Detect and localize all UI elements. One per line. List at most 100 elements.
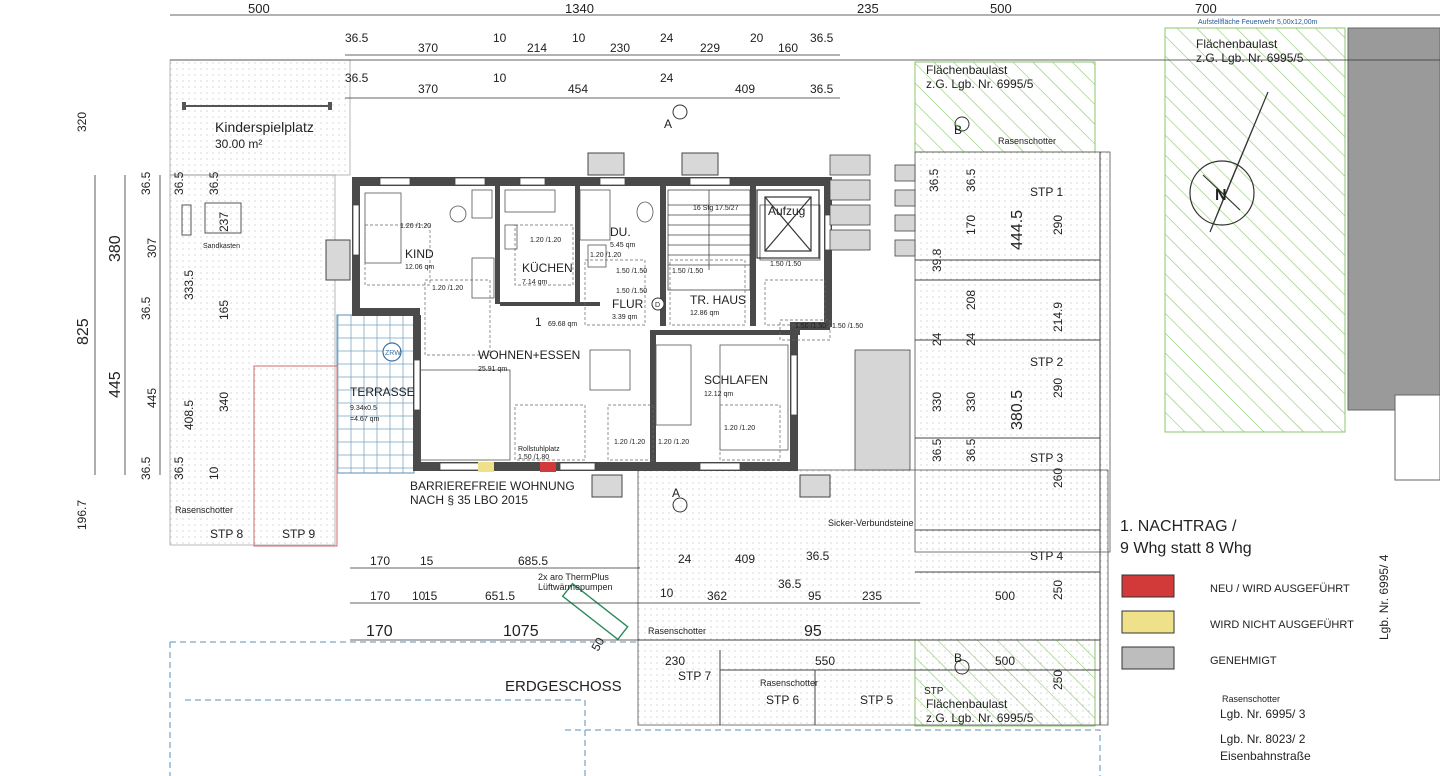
section-b-top: B — [954, 123, 962, 137]
dim-left-h: 10 — [207, 466, 221, 480]
feuerwehr-label: Aufstellfläche Feuerwehr 5,00x12,00m — [1198, 19, 1318, 26]
dim-r2-3: 454 — [568, 82, 588, 96]
stp-3: STP 3 — [1030, 451, 1063, 465]
section-a-bottom: A — [672, 486, 680, 500]
dim-b3-1: 10 — [412, 589, 426, 603]
dim-right-v9: 330 — [964, 392, 978, 412]
marker-red — [540, 462, 556, 472]
dim-r2-4: 24 — [660, 71, 674, 85]
dim-r2-6: 36.5 — [810, 82, 834, 96]
dim-b2-1: 409 — [735, 552, 755, 566]
dim-b5-1: 550 — [815, 654, 835, 668]
room-du-area: 5.45 qm — [610, 242, 635, 249]
dim-right-v11: 36.5 — [930, 438, 944, 462]
tag-wohnen: 1.20 /1.20 — [614, 439, 645, 446]
room-terrasse-area: =4.67 qm — [350, 416, 380, 423]
dim-b3-3: 651.5 — [485, 589, 515, 603]
sicker-label: Sicker-Verbundsteine — [828, 518, 914, 528]
flaechen-1b: z.G. Lgb. Nr. 6995/5 — [1196, 51, 1304, 65]
stp-1: STP 1 — [1030, 185, 1063, 199]
dim-left-s: 36.5 — [172, 456, 186, 480]
dim-top-4: 700 — [1195, 1, 1217, 16]
dim-r1-5: 230 — [610, 41, 630, 55]
sandbox — [204, 202, 242, 234]
stp-4: STP 4 — [1030, 549, 1063, 563]
furniture — [364, 189, 821, 461]
dim-right-v15: 250 — [1051, 670, 1065, 690]
dim-b3-5: 362 — [707, 589, 727, 603]
unit-number: 1 — [535, 315, 542, 329]
dim-r1-9: 160 — [778, 41, 798, 55]
stp-6: STP 6 — [766, 693, 799, 707]
dim-left-445: 445 — [107, 371, 124, 398]
room-terrasse-name: TERRASSE — [350, 385, 415, 399]
legend-neu: NEU / WIRD AUSGEFÜHRT — [1210, 583, 1350, 595]
parking-grid — [638, 152, 1101, 725]
turning-areas — [364, 224, 831, 461]
dim-left-k: 333.5 — [182, 270, 196, 300]
section-markers — [672, 104, 970, 675]
room-flur-name: FLUR — [612, 297, 644, 311]
dim-r2-0: 36.5 — [345, 71, 369, 85]
tag-rollstuhl: Rollstuhlplatz — [518, 446, 560, 453]
bike-racks — [829, 154, 916, 471]
dim-b3-4: 10 — [660, 586, 674, 600]
dim-right-v18: 24 — [964, 332, 978, 346]
dim-b3-6: 36.5 — [778, 577, 802, 591]
room-du-name: DU. — [610, 225, 631, 239]
erdgeschoss-title: ERDGESCHOSS — [505, 678, 622, 695]
bench-end — [182, 102, 186, 110]
tag-du: 1.20 /1.20 — [590, 252, 621, 259]
zrw-label: ZRW — [385, 350, 401, 357]
rasenschotter-1: Rasenschotter — [998, 136, 1056, 146]
room-schlafen-name: SCHLAFEN — [704, 373, 768, 387]
room-aufzug: Aufzug — [768, 204, 805, 218]
flaechen-3a: Flächenbaulast — [926, 697, 1008, 711]
eisenbahnstrasse: Eisenbahnstraße — [1220, 749, 1311, 763]
stp9-outline — [253, 365, 338, 547]
rasenschotter-3: Rasenschotter — [648, 626, 706, 636]
room-wohnen-name: WOHNEN+ESSEN — [478, 348, 580, 362]
dim-left-196: 196.7 — [75, 500, 89, 530]
dim-right-v4: 170 — [964, 215, 978, 235]
marker-yellow — [478, 462, 494, 472]
dim-r1-1: 370 — [418, 41, 438, 55]
dim-right-v17: 24 — [930, 332, 944, 346]
dim-right-v6: 208 — [964, 290, 978, 310]
legend-swatch-genehmigt — [1121, 646, 1175, 670]
room-schlafen-area: 12.12 qm — [704, 391, 733, 398]
dim-right-380: 380.5 — [1009, 390, 1026, 430]
windows — [352, 177, 832, 471]
neighbor-building — [1347, 27, 1440, 411]
staircase — [667, 189, 751, 291]
flaechen-3b: z.G. Lgb. Nr. 6995/5 — [926, 711, 1034, 725]
rasenschotter-2: Rasenschotter — [175, 505, 233, 515]
dim-left-380: 380 — [107, 235, 124, 262]
dim-left-m: 408.5 — [182, 400, 196, 430]
dim-r1-8: 20 — [750, 31, 764, 45]
dim-b3-7: 95 — [808, 589, 822, 603]
lgb-6995-4: Lgb. Nr. 6995/ 4 — [1377, 554, 1391, 640]
dim-b3-9: 500 — [995, 589, 1015, 603]
legend-nicht: WIRD NICHT AUSGEFÜHRT — [1210, 619, 1354, 631]
dim-right-v8: 330 — [930, 392, 944, 412]
dim-right-v5: 290 — [1051, 215, 1065, 235]
plot-boundaries — [169, 641, 1101, 776]
d-marker — [651, 297, 665, 311]
dim-right-v14: 250 — [1051, 580, 1065, 600]
stp-label-extra: STP — [924, 686, 944, 697]
lgb-8023: Lgb. Nr. 8023/ 2 — [1220, 732, 1306, 746]
right-yard — [914, 151, 1111, 553]
dim-top-0: 500 — [248, 1, 270, 16]
dim-b1-1: 15 — [420, 554, 434, 568]
room-kind-name: KIND — [405, 247, 434, 261]
dim-r2-5: 409 — [735, 82, 755, 96]
dim-right-v16: 36.5 — [964, 168, 978, 192]
terrace-tiles — [336, 314, 415, 474]
dim-r1-6: 24 — [660, 31, 674, 45]
dim-b2-0: 24 — [678, 552, 692, 566]
hatch-area-top-mid — [914, 61, 1096, 153]
nachtrag-2: 9 Whg statt 8 Whg — [1120, 540, 1252, 557]
dim-left-g: 36.5 — [139, 296, 153, 320]
